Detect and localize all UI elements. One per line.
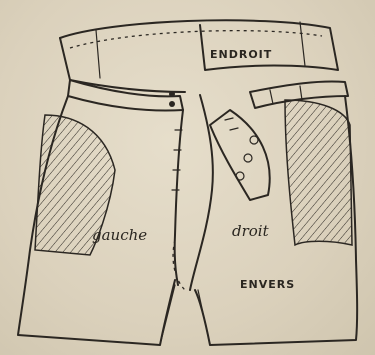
label-endroit: ENDROIT [210, 48, 272, 61]
label-droit: droit [232, 222, 270, 240]
center-fly [172, 95, 270, 290]
label-envers: ENVERS [240, 278, 295, 291]
right-leg [195, 96, 357, 345]
left-leg [18, 96, 175, 345]
label-gauche: gauche [92, 226, 147, 244]
waistband-back [60, 20, 338, 92]
